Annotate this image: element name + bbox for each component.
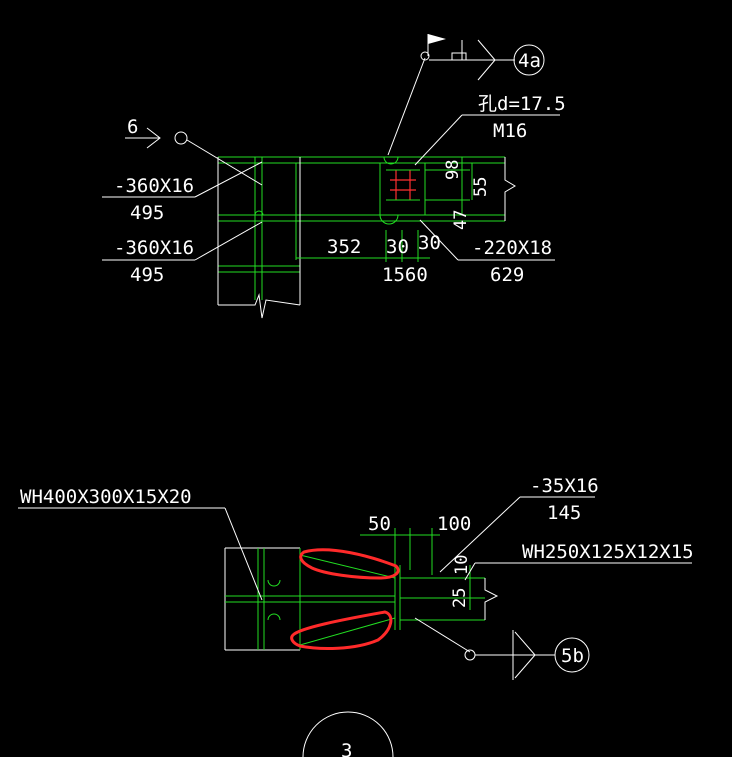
section-mark-circle: [302, 711, 394, 757]
bolt-group: [386, 169, 420, 201]
secondary-beam-label: WH250X125X12X15: [522, 541, 694, 563]
plate-a-size-label: -360X16: [114, 175, 194, 197]
detail-bubble-4a-label: 4a: [518, 50, 541, 72]
dim-47-label: 47: [451, 210, 471, 230]
top-beam-geometry: [217, 156, 516, 319]
bottom-leaders: [18, 496, 692, 757]
hole-diameter-label: 孔d=17.5: [478, 93, 566, 115]
section-mark-label: 3: [341, 740, 352, 757]
top-dimensions: [296, 157, 473, 262]
dim-30a-label: 30: [386, 236, 409, 258]
top-leaders: [102, 34, 560, 261]
dim-1560-label: 1560: [382, 264, 428, 286]
bolt-size-label: M16: [493, 120, 527, 142]
plate-c-size-label: -220X18: [472, 237, 552, 259]
plate-c-length-label: 629: [490, 264, 524, 286]
dim-100-label: 100: [437, 513, 471, 535]
dim-30b-label: 30: [418, 232, 441, 254]
detail-bubble-5b-label: 5b: [561, 645, 584, 667]
plate-b-size-label: -360X16: [114, 237, 194, 259]
red-markup: [290, 548, 400, 650]
dim-98-label: 98: [443, 160, 463, 180]
detail-bubble-4a-circle: [513, 44, 545, 76]
dim-55-label: 55: [471, 177, 491, 197]
red-markup-lower: [290, 610, 393, 650]
dim-10-label: 10: [452, 555, 472, 575]
bottom-dimensions: [360, 528, 480, 610]
top-detail: 6 -360X16 495 -360X16 495 孔d=17.5 M16 98…: [102, 34, 566, 319]
plate-a-length-label: 495: [130, 202, 164, 224]
bottom-detail: WH400X300X15X20 50 100 -35X16 145 WH250X…: [18, 475, 694, 757]
detail-bubble-5b-circle: [554, 637, 590, 673]
plate-length-label: 145: [547, 502, 581, 524]
dim-352-label: 352: [327, 236, 361, 258]
main-beam-label: WH400X300X15X20: [20, 486, 192, 508]
dim-25-label: 25: [450, 588, 470, 608]
plate-b-length-label: 495: [130, 264, 164, 286]
dim-50-label: 50: [368, 513, 391, 535]
plate-size-label: -35X16: [530, 475, 599, 497]
red-markup-upper: [299, 548, 400, 580]
weld-size-label: 6: [127, 116, 138, 138]
